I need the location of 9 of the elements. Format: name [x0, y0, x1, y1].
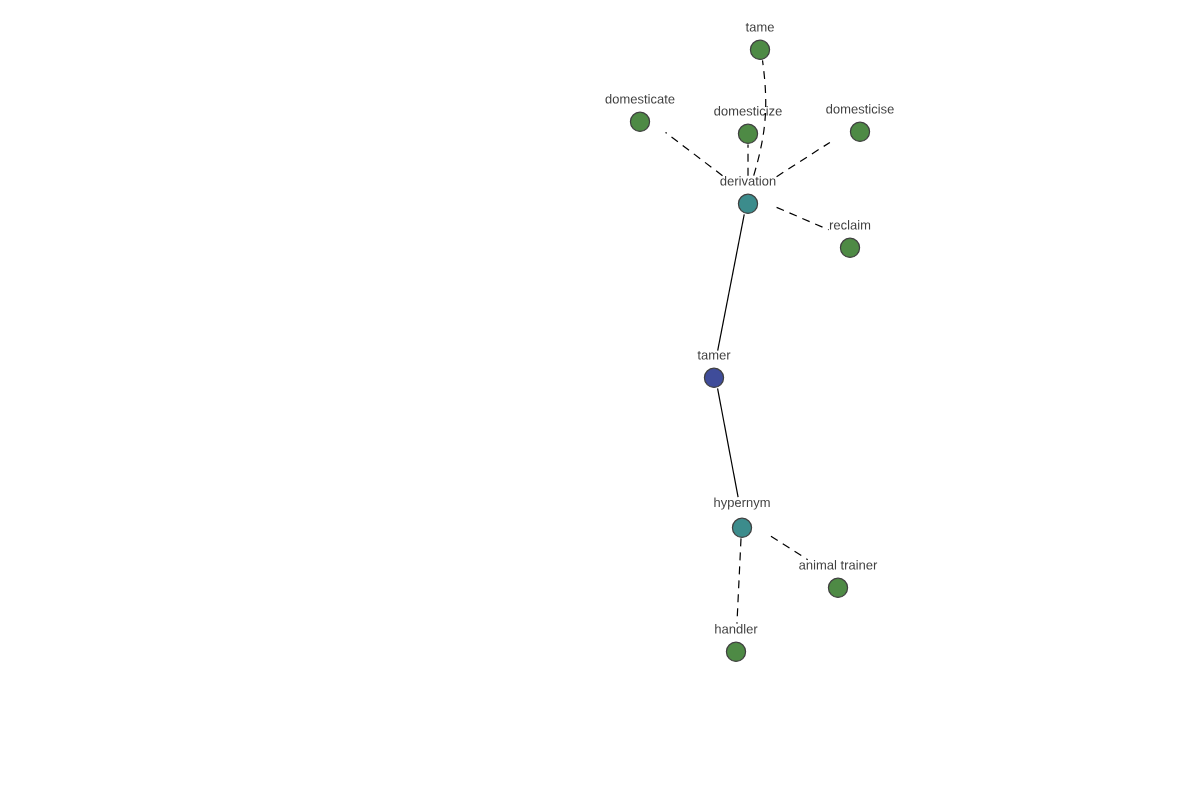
connector-line [753, 59, 767, 177]
connector-line [736, 537, 742, 625]
connector-line [776, 141, 831, 178]
connector-line [717, 213, 745, 352]
connector-line [716, 387, 739, 498]
connector-line [664, 131, 724, 177]
connector-line [747, 143, 749, 177]
connector-line [776, 206, 830, 231]
connector-line [770, 535, 809, 561]
